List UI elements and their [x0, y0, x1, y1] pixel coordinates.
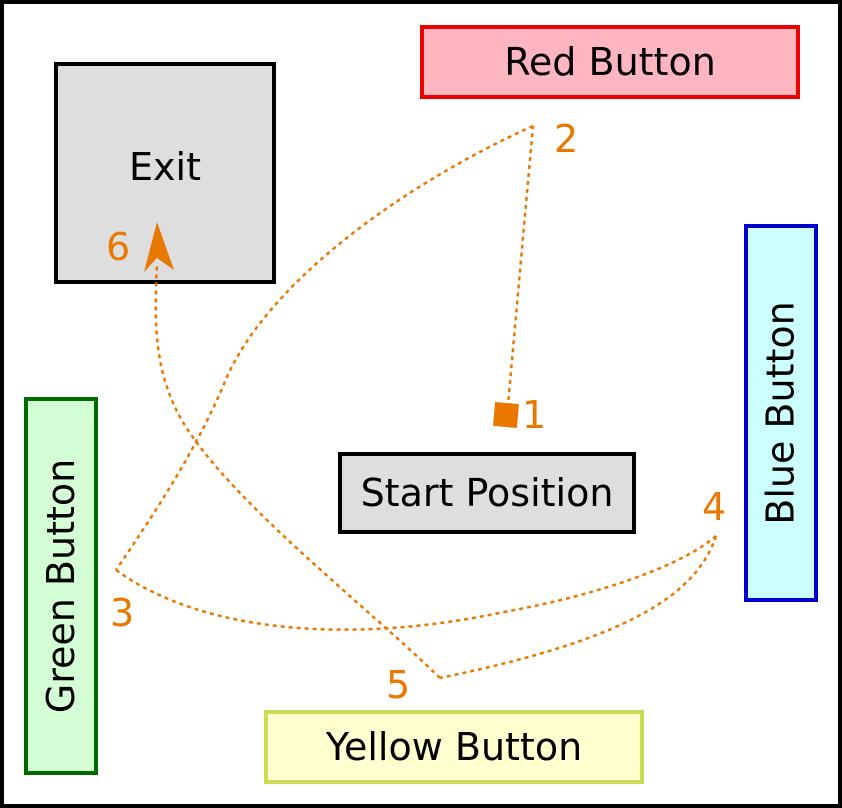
step-label-6: 6: [106, 225, 131, 269]
route-segment-1-2: [505, 125, 535, 417]
red-button-box: Red Button: [420, 25, 800, 99]
start-position-label: Start Position: [360, 471, 614, 515]
route-segment-5-6: [154, 265, 441, 679]
route-segment-3-4: [115, 535, 717, 631]
step-label-4: 4: [702, 485, 727, 529]
route-path-svg: [114, 124, 718, 680]
yellow-button-box: Yellow Button: [264, 710, 644, 784]
yellow-button-label: Yellow Button: [325, 725, 583, 769]
start-marker: [492, 401, 520, 429]
blue-button-box: Blue Button: [744, 224, 818, 602]
step-label-1: 1: [522, 393, 547, 437]
route-segment-4-5: [439, 535, 718, 680]
green-button-box: Green Button: [24, 397, 98, 775]
step-label-2: 2: [554, 117, 579, 161]
route-arrowhead: [144, 222, 174, 272]
exit-label: Exit: [129, 145, 201, 189]
route-segment-2-3: [114, 124, 534, 571]
red-button-label: Red Button: [504, 40, 716, 84]
step-label-5: 5: [386, 663, 411, 707]
step-label-3: 3: [110, 591, 135, 635]
start-position-box: Start Position: [338, 452, 636, 534]
